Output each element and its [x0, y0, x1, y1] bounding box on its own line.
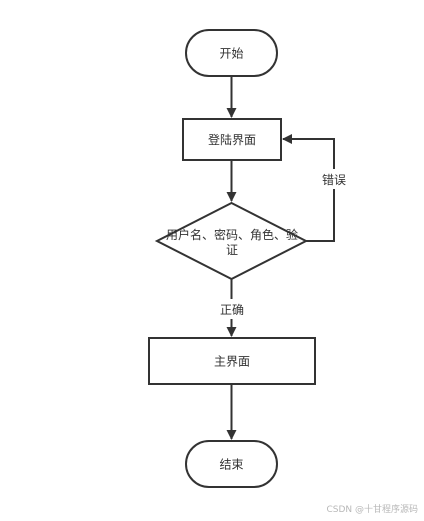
login-node: 登陆界面 — [182, 118, 282, 161]
login-node-label: 登陆界面 — [208, 132, 256, 147]
start-node: 开始 — [185, 29, 278, 77]
verify-node-label-line2: 证 — [226, 243, 238, 257]
main-node-label: 主界面 — [214, 355, 250, 369]
verify-node: 用户名、密码、角色、验 证 — [154, 201, 309, 281]
start-node-label: 开始 — [219, 47, 243, 61]
edge-label-correct: 正确 — [220, 303, 244, 317]
end-node-label: 结束 — [219, 458, 243, 472]
edge-verify-to-login — [282, 134, 335, 242]
end-node: 结束 — [185, 440, 278, 488]
edge-label-error: 错误 — [322, 173, 346, 187]
watermark-text: CSDN @十甘程序源码 — [326, 505, 418, 515]
main-node: 主界面 — [148, 337, 316, 385]
verify-node-label-line1: 用户名、密码、角色、验 — [166, 227, 298, 242]
